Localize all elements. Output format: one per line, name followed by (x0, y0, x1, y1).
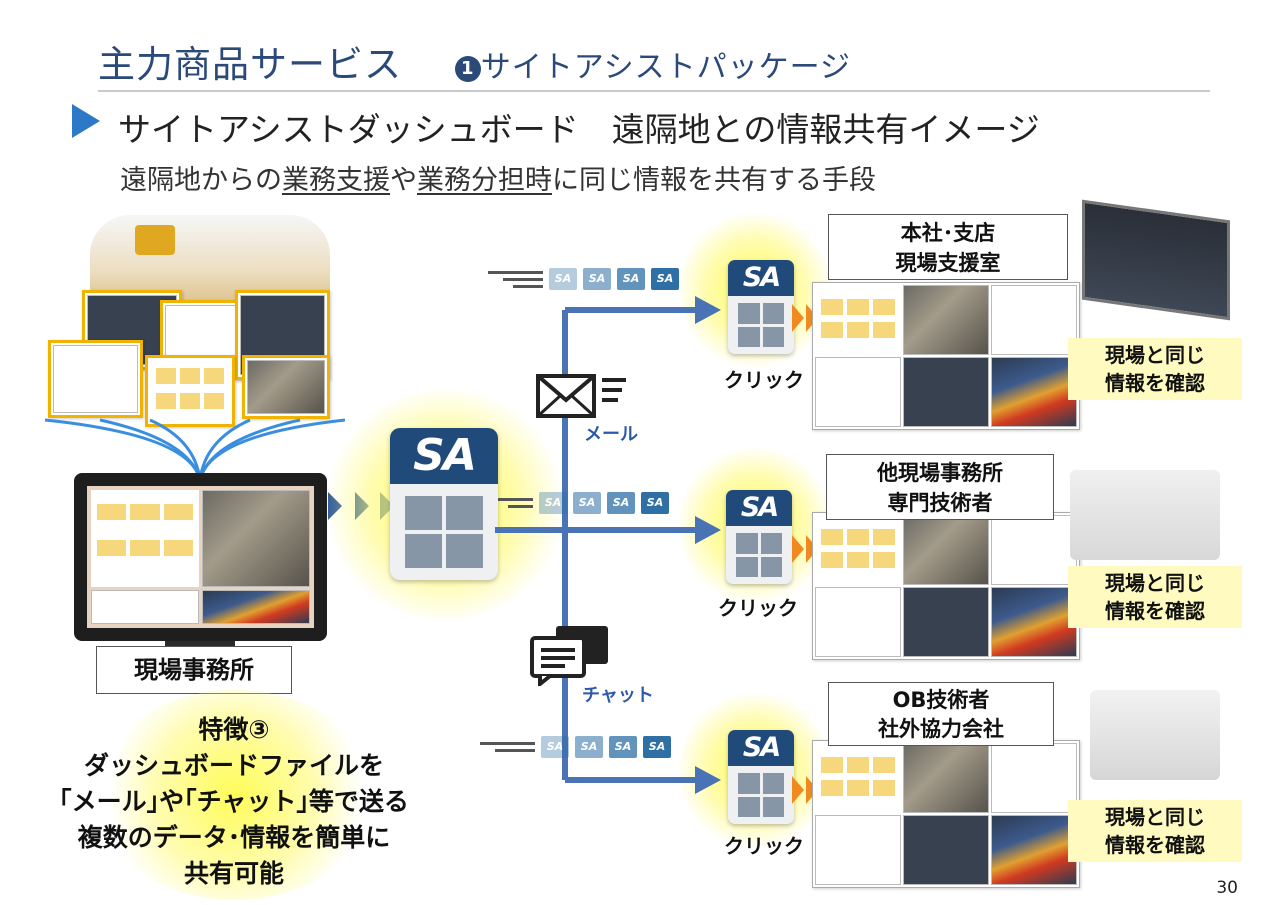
dashboard-screen (812, 740, 1080, 888)
dashboard-screen (812, 282, 1080, 430)
sa-app-icon-small[interactable]: SA (726, 490, 792, 584)
sa-file-icon: SA (583, 268, 611, 290)
folder-pane (91, 490, 199, 587)
orange-chevron-icon (792, 776, 804, 804)
flying-files-row-1: SA SA SA SA (488, 268, 679, 290)
sa-file-icon: SA (539, 492, 567, 514)
screenshot-window-5 (145, 355, 235, 427)
flying-files-row-2: SA SA SA SA (498, 492, 669, 514)
office-label: 現場事務所 (134, 656, 254, 684)
office-monitor (74, 473, 327, 641)
sa-app-icon: SA (390, 428, 498, 580)
heatmap-pane (202, 589, 310, 624)
confirm-box: 現場と同じ 情報を確認 (1068, 338, 1242, 400)
confirm-box: 現場と同じ 情報を確認 (1068, 566, 1242, 628)
sa-file-icon: SA (617, 268, 645, 290)
number-badge: 1 (454, 56, 481, 82)
click-label: クリック (724, 368, 804, 392)
destination-label-box: OB技術者 社外協力会社 (828, 682, 1054, 746)
sa-file-icon: SA (643, 736, 671, 758)
screenshot-window-4 (48, 340, 143, 418)
orange-chevron-icon (792, 304, 804, 332)
sa-app-icon-small[interactable]: SA (728, 260, 794, 354)
video-wall-illustration (1082, 199, 1230, 321)
mail-icon (536, 374, 626, 418)
office-label-box: 現場事務所 (96, 646, 292, 694)
distribution-arrows (495, 296, 721, 794)
chat-label: チャット (582, 685, 654, 706)
flying-files-row-3: SA SA SA SA (480, 736, 671, 758)
title-text: 主力商品サービス (98, 43, 402, 86)
sa-file-icon: SA (575, 736, 603, 758)
feature-text: 特徴③ ダッシュボードファイルを ｢メール｣や｢チャット｣等で送る 複数のデータ… (59, 715, 409, 888)
glow (95, 690, 375, 900)
click-label: クリック (724, 834, 804, 858)
photo-pane (202, 490, 310, 587)
section-heading: サイトアシストダッシュボード 遠隔地との情報共有イメージ (118, 110, 1040, 149)
destination-label-box: 本社･支店 現場支援室 (828, 214, 1068, 280)
bullet-triangle-icon (72, 104, 100, 138)
drawing-pane (91, 589, 199, 624)
sa-app-icon-small[interactable]: SA (728, 730, 794, 824)
sa-file-icon: SA (541, 736, 569, 758)
sa-file-icon: SA (609, 736, 637, 758)
title-divider (98, 90, 1210, 92)
sa-file-icon: SA (573, 492, 601, 514)
merge-lines (44, 418, 346, 481)
confirm-box: 現場と同じ 情報を確認 (1068, 800, 1242, 862)
chat-icon (530, 626, 608, 686)
sa-file-icon: SA (549, 268, 577, 290)
monitor-screen (87, 486, 314, 628)
screenshot-window-6 (242, 355, 330, 419)
click-label: クリック (718, 596, 798, 620)
sa-file-icon: SA (607, 492, 635, 514)
section-subtitle: 遠隔地からの業務支援や業務分担時に同じ情報を共有する手段 (120, 165, 876, 196)
dashboard-screen (812, 512, 1080, 660)
sa-file-icon: SA (641, 492, 669, 514)
meeting-illustration (1070, 470, 1220, 560)
orange-chevron-icon (792, 535, 804, 563)
page-number: 30 (1216, 878, 1238, 898)
excavator-icon (135, 225, 175, 255)
sa-file-icon: SA (651, 268, 679, 290)
destination-label-box: 他現場事務所 専門技術者 (826, 454, 1054, 520)
workstation-illustration (1090, 690, 1220, 780)
mail-label: メール (584, 424, 638, 445)
